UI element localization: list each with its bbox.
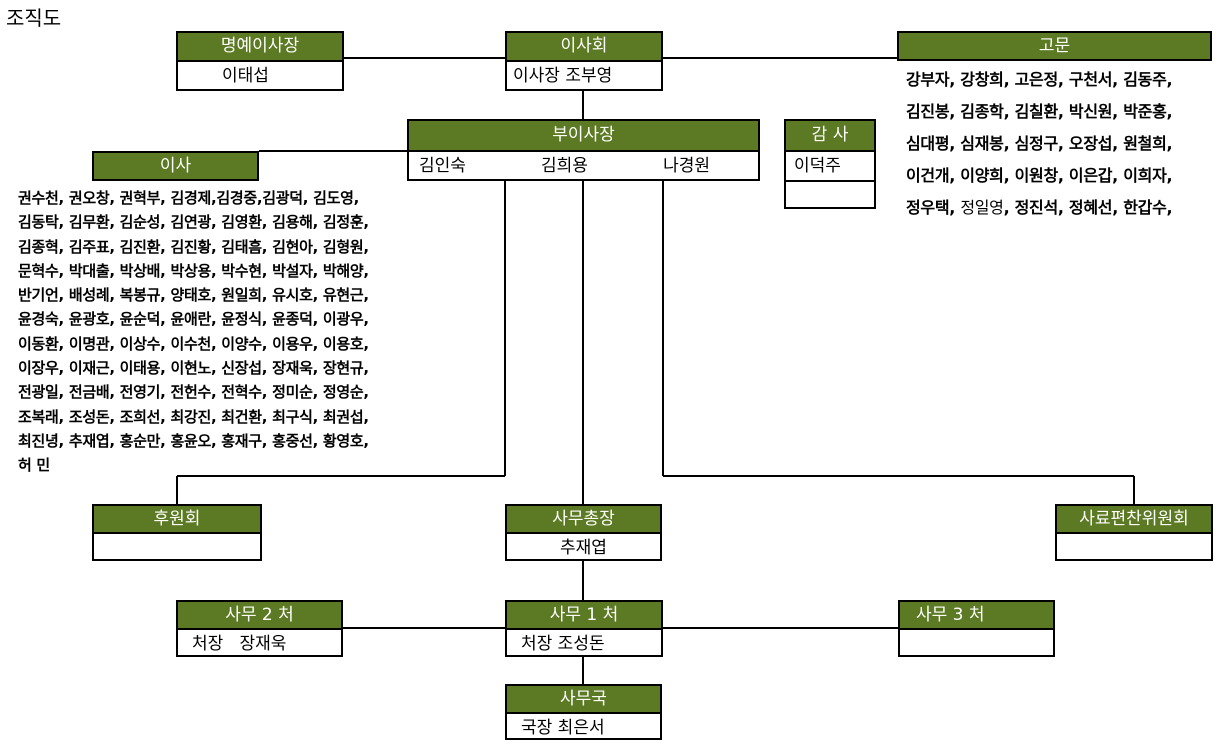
honorary-chair-title: 명예이사장 (178, 33, 342, 62)
advisors-line: 이건개, 이양희, 이원창, 이은갑, 이희자, (906, 166, 1173, 185)
history-committee-title: 사료편찬위원회 (1057, 506, 1211, 534)
office3-head (900, 630, 1053, 658)
secretary-general-name: 추재엽 (560, 538, 607, 558)
directors-line: 윤경숙, 윤광호, 윤순덕, 윤애란, 윤정식, 윤종덕, 이광우, (18, 310, 369, 329)
history-committee-box: 사료편찬위원회 (1055, 504, 1213, 561)
honorary-chair-name: 이태섭 (222, 66, 269, 86)
office3-box: 사무 3 처 (898, 600, 1055, 657)
office1-box: 사무 1 처 처장 조성돈 (505, 600, 663, 657)
advisors-box: 고문 (897, 31, 1212, 61)
directors-title: 이사 (94, 153, 257, 179)
directors-line: 전광일, 전금배, 전영기, 전헌수, 전혁수, 정미순, 정영순, (18, 383, 369, 402)
supporters-body (94, 534, 260, 562)
board-chair: 이사장 조부영 (513, 66, 613, 86)
vice-chair-name: 김희용 (541, 156, 588, 176)
directors-line: 반기언, 배성례, 복봉규, 양태호, 원일희, 유시호, 유현근, (18, 286, 369, 305)
supporters-title: 후원회 (94, 506, 260, 534)
auditor-title: 감 사 (786, 121, 874, 152)
board-title: 이사회 (507, 33, 661, 62)
vice-chair-name: 나경원 (663, 156, 710, 176)
auditor-box: 감 사 이덕주 (784, 119, 876, 209)
vice-chair-name: 김인숙 (419, 156, 466, 176)
advisors-line: 심대평, 심재봉, 심정구, 오장섭, 원철희, (906, 134, 1173, 153)
office2-box: 사무 2 처 처장 장재욱 (176, 600, 343, 657)
secretary-general-title: 사무총장 (507, 506, 660, 534)
office1-title: 사무 1 처 (507, 602, 661, 630)
directors-line: 허 민 (18, 456, 50, 475)
advisors-line: 강부자, 강창희, 고은정, 구천서, 김동주, (906, 70, 1173, 89)
advisors-line: 김진봉, 김종학, 김칠환, 박신원, 박준홍, (906, 102, 1173, 121)
office2-title: 사무 2 처 (178, 602, 341, 630)
advisors-list: 강부자, 강창희, 고은정, 구천서, 김동주, 김진봉, 김종학, 김칠환, … (906, 64, 1173, 224)
vice-chair-box: 부이사장 김인숙 김희용 나경원 (407, 119, 760, 181)
directors-box: 이사 (92, 151, 259, 181)
vice-chair-names: 김인숙 김희용 나경원 (409, 152, 758, 180)
directors-line: 이장우, 이재근, 이태용, 이현노, 신장섭, 장재욱, 장현규, (18, 359, 369, 378)
office2-head: 처장 장재욱 (192, 634, 287, 654)
directors-line: 이동환, 이명관, 이상수, 이수천, 이양수, 이용우, 이용호, (18, 334, 369, 353)
supporters-box: 후원회 (92, 504, 262, 561)
directors-line: 권수천, 권오창, 권혁부, 김경제,김경중,김광덕, 김도영, (18, 189, 359, 207)
honorary-chair-box: 명예이사장 이태섭 (176, 31, 344, 91)
advisors-title: 고문 (899, 33, 1210, 59)
vice-chair-title: 부이사장 (409, 121, 758, 152)
secretariat-box: 사무국 국장 최은서 (505, 684, 662, 740)
advisor-name: 정일영 (960, 198, 1004, 217)
secretary-general-box: 사무총장 추재엽 (505, 504, 662, 561)
directors-line: 조복래, 조성돈, 조희선, 최강진, 최건환, 최구식, 최권섭, (18, 407, 369, 426)
history-committee-body (1057, 534, 1211, 562)
directors-line: 문혁수, 박대출, 박상배, 박상용, 박수현, 박설자, 박해양, (18, 261, 369, 280)
secretariat-title: 사무국 (507, 686, 660, 714)
directors-line: 김종혁, 김주표, 김진환, 김진황, 김태흠, 김현아, 김형원, (18, 237, 369, 256)
directors-line: 최진녕, 추재엽, 홍순만, 홍윤오, 홍재구, 홍중선, 황영호, (18, 431, 369, 450)
directors-line: 김동탁, 김무환, 김순성, 김연광, 김영환, 김용해, 김정훈, (18, 213, 369, 232)
directors-list: 권수천, 권오창, 권혁부, 김경제,김경중,김광덕, 김도영, 김동탁, 김무… (18, 186, 369, 478)
secretariat-head: 국장 최은서 (521, 718, 605, 738)
auditor-name: 이덕주 (786, 152, 874, 182)
board-box: 이사회 이사장 조부영 (505, 31, 663, 91)
page-title: 조직도 (6, 6, 62, 30)
office1-head: 처장 조성돈 (521, 634, 605, 654)
advisor-name: , 정진석, 정혜선, 한갑수, (1003, 198, 1173, 217)
advisors-line: 정우택, 정일영, 정진석, 정혜선, 한갑수, (906, 192, 1173, 224)
advisor-name: 정우택, (906, 198, 961, 217)
office3-title: 사무 3 처 (900, 602, 1053, 630)
